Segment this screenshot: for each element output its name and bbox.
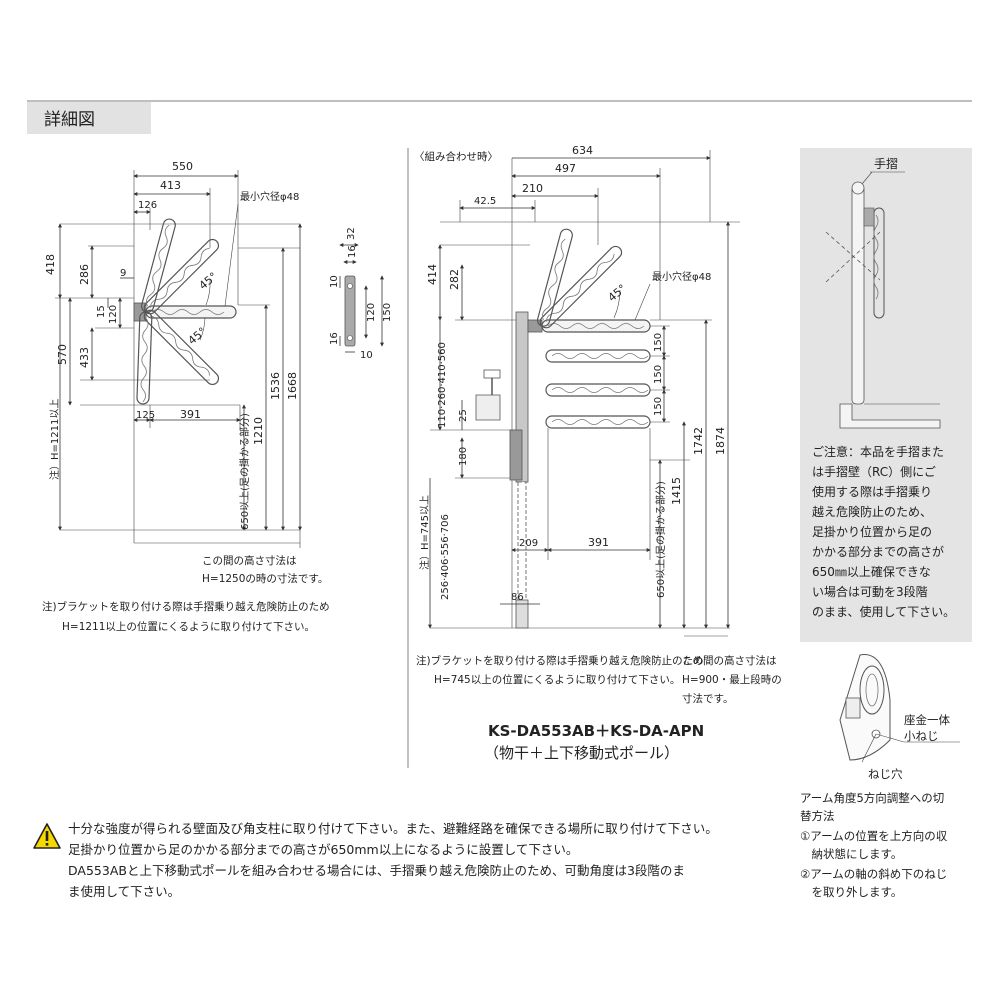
hole-label-left: 最小穴径φ48 [240,190,299,203]
vertical-note-left: 注）H=1211以上 [48,399,61,480]
dim-120: 120 [108,305,119,324]
bracket-h16: 16 [329,332,340,345]
dim-180: 180 [458,447,469,466]
dim-1210: 1210 [252,417,265,445]
dim-282: 282 [448,269,461,290]
left-drawing: 550 413 126 9 125 391 418 286 15 120 570… [44,160,302,548]
dim-125: 125 [136,410,155,421]
side-panel: 手摺 [800,148,972,642]
dim-286: 286 [78,264,91,285]
dim-391: 391 [180,408,201,421]
arms-left [136,218,237,405]
foot-label-right: 650以上(足の掛かる部分) [654,481,667,598]
dim-210: 210 [522,182,543,195]
foot-label-left: 650以上(足の掛かる部分) [238,413,251,530]
spacing-150-a: 150 [653,333,664,352]
right-height-note-2: H=900・最上段時の [682,673,782,686]
dim-1668: 1668 [286,372,299,400]
left-bracket-note-1: 注)ブラケットを取り付ける際は手摺乗り越え危険防止のため [42,600,330,613]
header-title: 詳細図 [44,110,95,130]
model-name: KS-DA553AB＋KS-DA-APN [488,722,704,740]
dim-1415: 1415 [670,477,683,505]
right-height-note-1: この間の高さ寸法は [682,654,777,667]
bracket-w16: 16 [347,245,358,258]
caution-line-3: 使用する際は手摺乗り [812,484,932,499]
angle-up-left: 45° [197,270,220,292]
washer-label-1: 座金一体 [904,713,950,727]
adjust-detail-drawing [839,654,960,763]
header-tab [27,102,151,134]
dim-570: 570 [56,344,69,365]
arms-right [536,228,651,429]
caution-line-9: のまま、使用して下さい。 [812,604,955,619]
combo-label: 〈組み合わせ時〉 [414,150,498,163]
bracket-detail: 32 16 10 120 150 16 10 [329,227,393,361]
dim-25: 25 [458,409,469,422]
bracket-h150: 150 [382,303,393,322]
handrail-label: 手摺 [874,156,898,171]
left-height-note-2: H=1250の時の寸法です。 [202,572,328,585]
bracket-h10a: 10 [329,275,340,288]
left-height-note-1: この間の高さ寸法は [202,554,297,567]
adjust-step-2a: ②アームの軸の斜め下のねじ [800,867,947,881]
dim-1536: 1536 [269,372,282,400]
warning-icon [33,823,61,849]
caution-line-5: 足掛かり位置から足の [812,524,932,539]
dim-414: 414 [426,264,439,285]
right-bracket-note-1: 注)ブラケットを取り付ける際は手摺乗り越え危険防止のため [416,654,704,667]
right-bracket-note-2: H=745以上の位置にくるように取り付けて下さい。 [434,673,680,686]
angle-down-left: 45° [186,325,209,347]
right-height-note-3: 寸法です。 [682,692,733,705]
angle-right: 45° [606,282,629,304]
screw-hole-label: ねじ穴 [868,767,903,781]
caution-line-4: 越え危険防止のため、 [812,504,932,519]
dim-497: 497 [555,162,576,175]
caution-line-2: は手摺壁（RC）側にご [812,464,936,479]
dim-1742: 1742 [692,427,705,455]
dim-42-5: 42.5 [474,196,496,207]
caution-line-7: 650㎜以上確保できな [812,564,931,579]
spacing-150-c: 150 [653,397,664,416]
bottom-note-2: 足掛かり位置から足のかかる部分までの高さが650mm以上になるように設置して下さ… [68,842,579,857]
dim-series-1: 110·260·410·560 [437,342,448,428]
dim-86: 86 [511,592,524,603]
adjust-step-1a: ①アームの位置を上方向の収 [800,829,948,843]
dim-series-2: 256·406·556·706 [440,514,451,600]
vertical-note-right: 注）H=745以上 [418,495,431,570]
dim-9: 9 [120,268,126,279]
dim-418: 418 [44,254,57,275]
adjust-title-1: アーム角度5方向調整への切 [800,791,944,805]
dim-1874: 1874 [714,427,727,455]
bracket-h120: 120 [366,303,377,322]
bracket-w10: 10 [360,350,373,361]
adjust-step-1b: 納状態にします。 [800,847,902,861]
left-bracket-note-2: H=1211以上の位置にくるように取り付けて下さい。 [62,620,315,633]
caution-line-8: い場合は可動を3段階 [812,584,928,599]
bottom-note-3: DA553ABと上下移動式ポールを組み合わせる場合には、手摺乗り越え危険防止のた… [68,863,685,878]
bottom-note-1: 十分な強度が得られる壁面及び角支柱に取り付けて下さい。また、避難経路を確保できる… [68,821,718,836]
right-drawing: 〈組み合わせ時〉 634 497 210 42.5 414 282 110·26… [414,144,740,637]
dim-413: 413 [160,179,181,192]
dim-209: 209 [519,538,538,549]
washer-label-2: 小ねじ [904,729,939,743]
dim-15: 15 [96,305,107,318]
hole-label-right: 最小穴径φ48 [652,270,711,283]
dim-433: 433 [78,347,91,368]
spacing-150-b: 150 [653,365,664,384]
adjust-title-2: 替方法 [800,809,835,823]
bracket-w32: 32 [346,227,357,240]
dim-550: 550 [172,160,193,173]
dim-126: 126 [138,200,157,211]
dim-391-right: 391 [588,536,609,549]
bottom-note-4: ま使用して下さい。 [68,884,181,899]
bottom-notes: 十分な強度が得られる壁面及び角支柱に取り付けて下さい。また、避難経路を確保できる… [68,818,788,902]
model-subtitle: （物干＋上下移動式ポール） [484,744,679,762]
caution-line-1: ご注意：本品を手摺また [812,444,944,459]
caution-line-6: かかる部分までの高さが [812,544,944,559]
dim-634: 634 [572,144,593,157]
adjust-step-2b: を取り外します。 [800,885,902,899]
